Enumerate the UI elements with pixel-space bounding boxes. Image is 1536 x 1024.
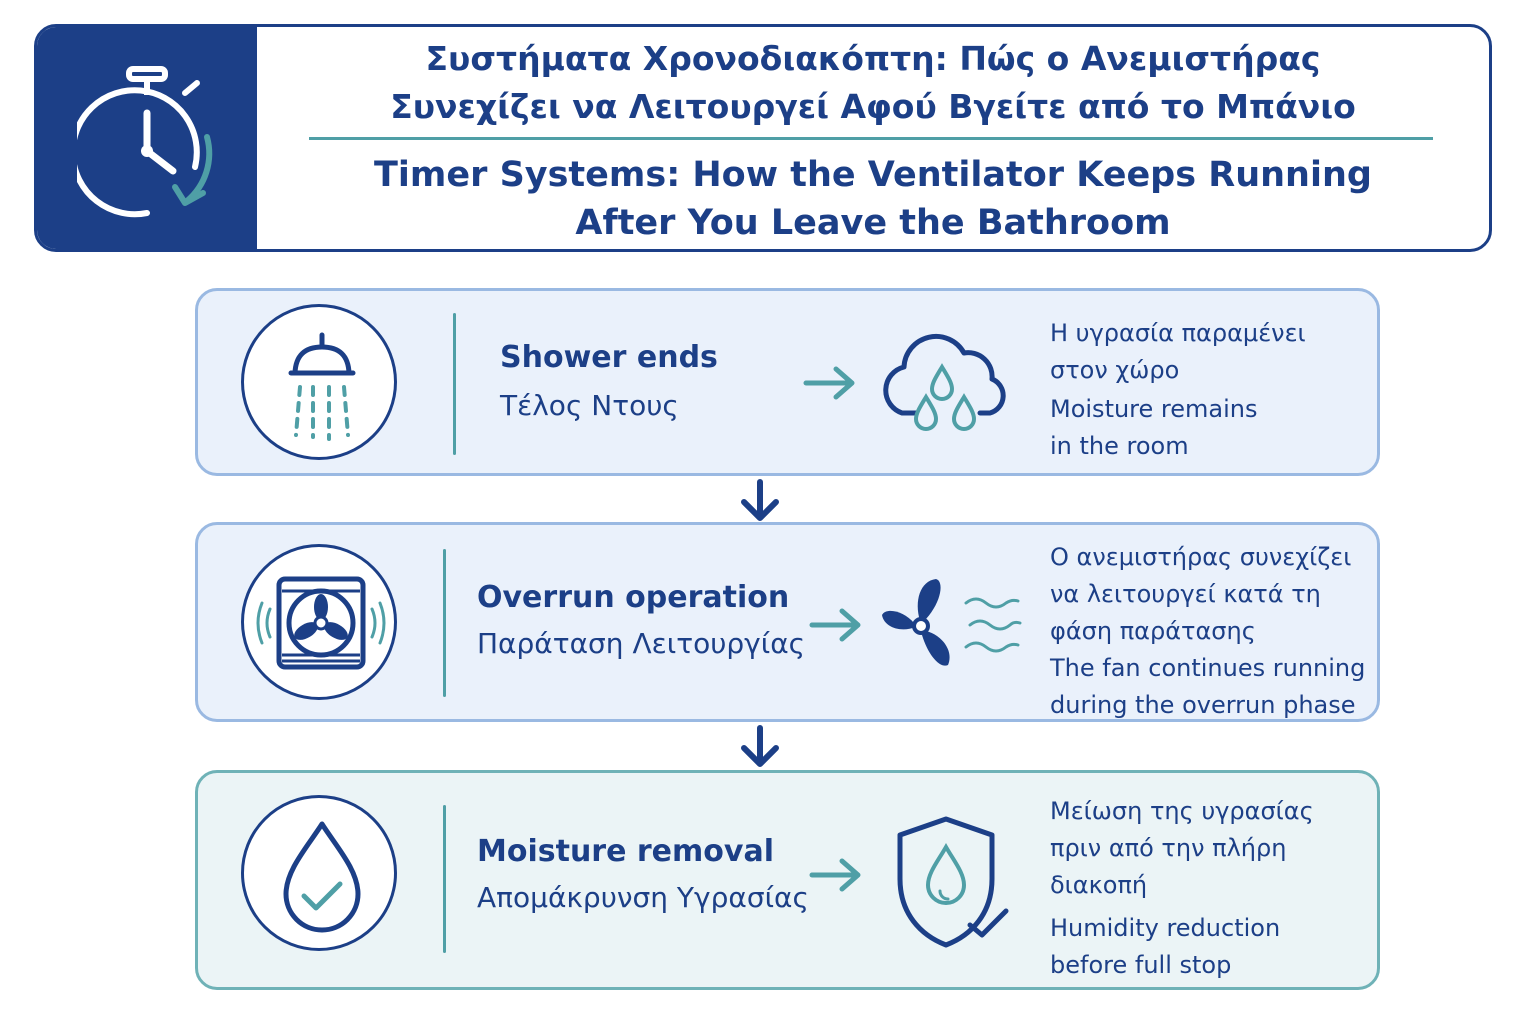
title-english-line-2: After You Leave the Bathroom bbox=[575, 203, 1171, 243]
title-greek-line-2: Συνεχίζει να Λειτουργεί Αφού Βγείτε από … bbox=[390, 87, 1356, 126]
step-moisture-removal: Moisture removal Απομάκρυνση Υγρασίας Με… bbox=[195, 770, 1380, 990]
step-1-desc-greek-2: στον χώρο bbox=[1050, 356, 1180, 384]
step-shower-ends: Shower ends Τέλος Ντους Η υγρασία παραμέ… bbox=[195, 288, 1380, 476]
droplet-check-icon bbox=[283, 821, 361, 933]
arrow-down-icon bbox=[741, 725, 779, 767]
exhaust-fan-icon bbox=[256, 576, 386, 670]
step-3-desc-english-1: Humidity reduction bbox=[1050, 914, 1281, 942]
step-2-description: Ο ανεμιστήρας συνεχίζει να λειτουργεί κα… bbox=[1050, 539, 1365, 724]
shield-droplet-icon bbox=[897, 816, 1009, 948]
title-greek-line-1: Συστήματα Χρονοδιακόπτη: Πώς ο Ανεμιστήρ… bbox=[425, 39, 1321, 78]
arrow-right-icon bbox=[809, 608, 861, 642]
step-2-desc-english-1: The fan continues running bbox=[1050, 654, 1366, 682]
arrow-down-icon bbox=[741, 479, 779, 521]
step-1-desc-greek-1: Η υγρασία παραμένει bbox=[1050, 319, 1306, 347]
step-3-desc-greek-3: διακοπή bbox=[1050, 871, 1148, 899]
step-1-subtitle: Τέλος Ντους bbox=[500, 389, 679, 422]
title-greek: Συστήματα Χρονοδιακόπτη: Πώς ο Ανεμιστήρ… bbox=[257, 35, 1489, 131]
step-3-divider bbox=[443, 805, 446, 953]
arrow-right-icon bbox=[803, 366, 855, 400]
step-3-subtitle: Απομάκρυνση Υγρασίας bbox=[477, 881, 809, 914]
title-divider bbox=[309, 137, 1433, 140]
step-2-desc-greek-3: φάση παράτασης bbox=[1050, 617, 1256, 645]
step-1-description: Η υγρασία παραμένει στον χώρο Moisture r… bbox=[1050, 315, 1306, 465]
header-banner: Συστήματα Χρονοδιακόπτη: Πώς ο Ανεμιστήρ… bbox=[34, 24, 1492, 252]
step-1-title: Shower ends bbox=[500, 340, 718, 375]
step-2-icon-circle bbox=[241, 544, 397, 700]
step-2-desc-greek-1: Ο ανεμιστήρας συνεχίζει bbox=[1050, 543, 1352, 571]
step-overrun-operation: Overrun operation Παράταση Λειτουργίας Ο… bbox=[195, 522, 1380, 722]
fan-airflow-icon bbox=[882, 579, 1022, 666]
header-text: Συστήματα Χρονοδιακόπτη: Πώς ο Ανεμιστήρ… bbox=[257, 27, 1489, 249]
step-2-desc-greek-2: να λειτουργεί κατά τη bbox=[1050, 580, 1321, 608]
shower-head-icon bbox=[288, 332, 356, 441]
step-2-title: Overrun operation bbox=[477, 580, 790, 615]
step-3-desc-greek-2: πριν από την πλήρη bbox=[1050, 834, 1287, 862]
title-english-line-1: Timer Systems: How the Ventilator Keeps … bbox=[374, 155, 1372, 195]
step-3-desc-english-2: before full stop bbox=[1050, 951, 1232, 979]
step-3-title: Moisture removal bbox=[477, 834, 774, 869]
step-3-icon-circle bbox=[241, 795, 397, 951]
cloud-droplets-icon bbox=[883, 333, 1006, 431]
step-1-divider bbox=[453, 313, 456, 455]
step-3-description: Μείωση της υγρασίας πριν από την πλήρη δ… bbox=[1050, 793, 1314, 984]
step-3-desc-greek-1: Μείωση της υγρασίας bbox=[1050, 797, 1314, 825]
header-icon-panel bbox=[37, 27, 257, 249]
step-1-icon-circle bbox=[241, 304, 397, 460]
step-2-desc-english-2: during the overrun phase bbox=[1050, 691, 1356, 719]
stopwatch-icon bbox=[77, 66, 213, 218]
step-2-divider bbox=[443, 549, 446, 697]
step-2-subtitle: Παράταση Λειτουργίας bbox=[477, 627, 806, 660]
step-1-desc-english-2: in the room bbox=[1050, 432, 1189, 460]
arrow-right-icon bbox=[809, 858, 861, 892]
step-1-desc-english-1: Moisture remains bbox=[1050, 395, 1258, 423]
title-english: Timer Systems: How the Ventilator Keeps … bbox=[257, 151, 1489, 247]
